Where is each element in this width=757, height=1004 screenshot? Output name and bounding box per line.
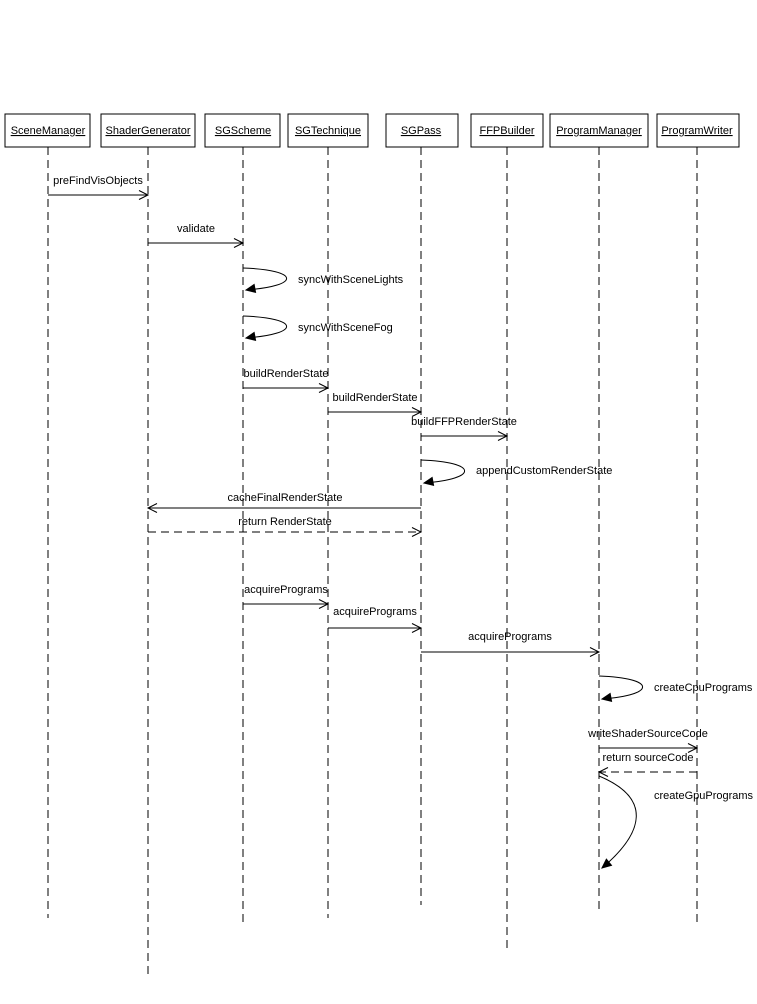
arrowhead <box>589 647 601 657</box>
message-label: return sourceCode <box>602 752 693 764</box>
object-scene-manager: SceneManager <box>4 113 91 148</box>
message-self: createCpuPrograms <box>598 675 753 702</box>
message-return: return RenderState <box>148 516 423 537</box>
object-label: SceneManager <box>11 125 86 137</box>
arrowhead <box>411 407 423 417</box>
arrowhead <box>318 599 330 609</box>
message-line <box>242 315 288 339</box>
message-label: return RenderState <box>238 516 332 528</box>
object-label: SGPass <box>401 125 442 137</box>
message-label: acquirePrograms <box>244 584 328 596</box>
message-label: preFindVisObjects <box>53 175 143 187</box>
object-label: FFPBuilder <box>479 125 534 137</box>
object-program-manager: ProgramManager <box>549 113 649 148</box>
object-ffp-builder: FFPBuilder <box>470 113 544 148</box>
object-label: SGTechnique <box>295 125 361 137</box>
arrowhead <box>138 190 150 200</box>
message-label: writeShaderSourceCode <box>587 728 708 740</box>
object-box <box>287 113 369 148</box>
arrowhead <box>411 623 423 633</box>
arrowhead <box>411 527 423 537</box>
message-label: acquirePrograms <box>468 631 552 643</box>
object-box <box>470 113 544 148</box>
object-box <box>4 113 91 148</box>
object-label: ShaderGenerator <box>106 125 191 137</box>
object-label: ProgramWriter <box>661 125 733 137</box>
message-line <box>598 775 637 869</box>
message-sync: buildRenderState <box>243 368 330 393</box>
message-sync: acquirePrograms <box>243 584 330 609</box>
object-box <box>549 113 649 148</box>
message-sync: acquirePrograms <box>421 631 601 657</box>
message-label: syncWithSceneLights <box>298 274 404 286</box>
message-label: buildRenderState <box>332 392 417 404</box>
arrowhead <box>233 238 245 248</box>
message-sync: writeShaderSourceCode <box>587 728 708 753</box>
message-line <box>420 459 466 484</box>
message-return: return sourceCode <box>597 752 697 777</box>
arrowhead <box>687 743 699 753</box>
message-label: createCpuPrograms <box>654 682 753 694</box>
message-label: validate <box>177 223 215 235</box>
message-self: syncWithSceneLights <box>242 267 404 293</box>
object-sg-technique: SGTechnique <box>287 113 369 148</box>
object-sg-pass: SGPass <box>385 113 459 148</box>
arrowhead-filled <box>244 283 257 293</box>
arrowhead-filled <box>600 692 613 702</box>
message-label: buildFFPRenderState <box>411 416 517 428</box>
arrowhead <box>597 767 609 777</box>
object-program-writer: ProgramWriter <box>656 113 740 148</box>
arrowhead-filled <box>422 476 435 486</box>
message-line <box>598 675 644 700</box>
arrowhead-filled <box>244 331 257 341</box>
object-box <box>656 113 740 148</box>
message-label: acquirePrograms <box>333 606 417 618</box>
message-sync: preFindVisObjects <box>48 175 150 200</box>
message-label: appendCustomRenderState <box>476 465 612 477</box>
message-label: syncWithSceneFog <box>298 322 393 334</box>
message-sync: validate <box>148 223 245 248</box>
message-line <box>242 267 288 291</box>
message-sync: cacheFinalRenderState <box>146 492 421 513</box>
object-box <box>100 113 196 148</box>
object-label: SGScheme <box>215 125 271 137</box>
object-box <box>204 113 281 148</box>
message-sync: buildFFPRenderState <box>411 416 517 441</box>
objects: SceneManager ShaderGenerator SGScheme SGTec… <box>4 113 740 148</box>
arrowhead-filled <box>601 858 613 869</box>
object-label: ProgramManager <box>556 125 642 137</box>
object-box <box>385 113 459 148</box>
lifelines <box>47 147 698 975</box>
message-sync: buildRenderState <box>328 392 423 417</box>
arrowhead <box>318 383 330 393</box>
arrowhead <box>146 503 158 513</box>
message-sync: acquirePrograms <box>328 606 423 633</box>
message-label: createGpuPrograms <box>654 790 754 802</box>
message-self-tall: createGpuPrograms <box>598 775 754 869</box>
message-self: syncWithSceneFog <box>242 315 393 341</box>
object-sg-scheme: SGScheme <box>204 113 281 148</box>
message-label: buildRenderState <box>243 368 328 380</box>
object-shader-generator: ShaderGenerator <box>100 113 196 148</box>
messages: preFindVisObjects validate syncWithSceneLi… <box>48 175 754 869</box>
message-self: appendCustomRenderState <box>420 459 612 486</box>
message-label: cacheFinalRenderState <box>228 492 343 504</box>
arrowhead <box>497 431 509 441</box>
